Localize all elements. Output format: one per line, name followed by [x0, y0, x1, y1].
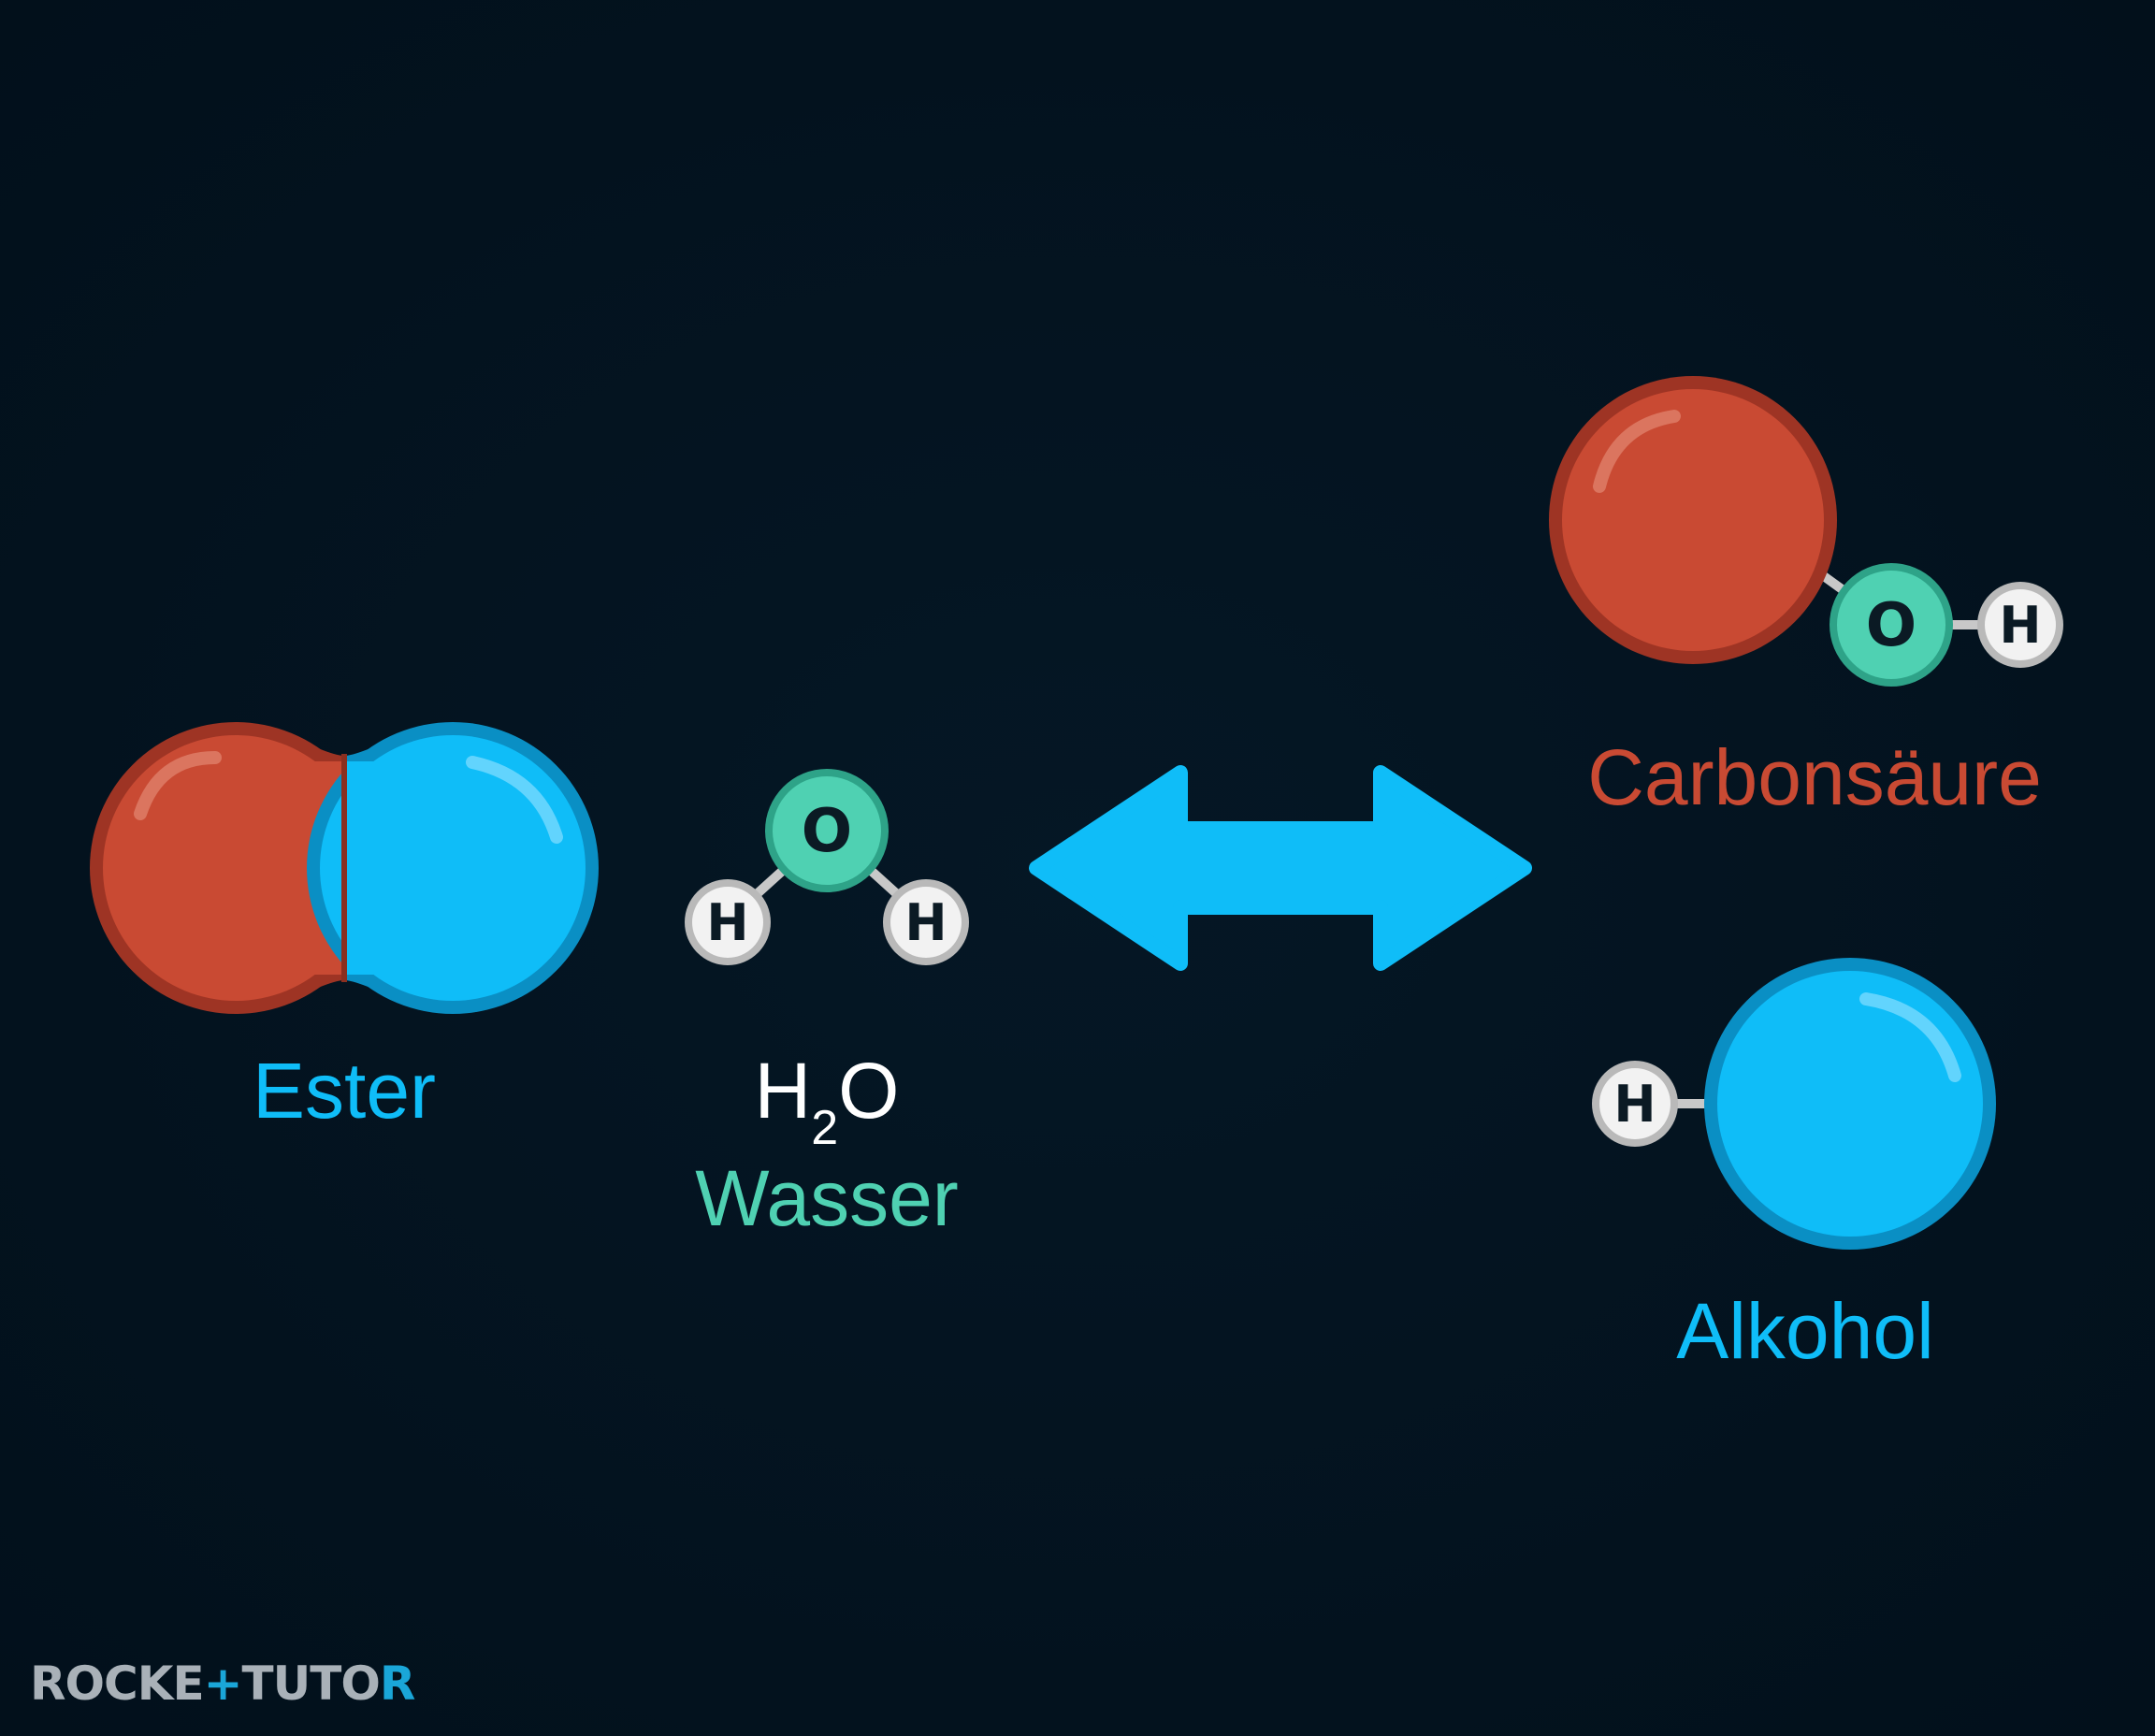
alcohol-hydrogen-atom [1599, 1068, 1670, 1139]
water-formula-o: O [838, 1047, 899, 1135]
logo-plus-icon: + [203, 1656, 243, 1711]
logo-text-r: R [379, 1656, 416, 1711]
ester-blue-highlight [466, 756, 563, 844]
water-formula-h: H [755, 1047, 812, 1135]
water-label: Wasser [695, 1154, 959, 1242]
acid-oxygen-atom [1837, 571, 1945, 679]
water-molecule: O H H [685, 769, 969, 965]
ester-label: Ester [253, 1047, 436, 1135]
water-oxygen-letter: O [802, 797, 852, 866]
water-formula: H2O [755, 1047, 900, 1155]
ester-red-highlight [134, 751, 222, 820]
logo-text-tuto: TUTO [241, 1656, 381, 1711]
acid-red-highlight [1593, 410, 1681, 493]
acid-oxygen-letter: O [1866, 591, 1916, 660]
water-hydrogen-left-letter: H [706, 893, 748, 952]
alcohol-hydrogen-letter: H [1613, 1075, 1656, 1134]
ester-molecule [90, 722, 599, 1014]
alcohol-blue-highlight [1859, 992, 1961, 1082]
acid-hydrogen-atom [1985, 589, 2056, 660]
water-hydrogen-right-atom [890, 887, 962, 958]
carboxylic-acid-label: Carbonsäure [1587, 733, 2042, 821]
water-hydrogen-right-letter: H [904, 893, 947, 952]
equilibrium-double-arrow [1029, 765, 1532, 971]
alcohol-label: Alkohol [1676, 1287, 1934, 1375]
water-formula-subscript: 2 [811, 1101, 838, 1155]
water-oxygen-atom [773, 776, 881, 885]
rocketutor-logo: ROCKE+TUTOR [30, 1656, 416, 1712]
alcohol-blue-sphere [1717, 971, 1983, 1237]
alcohol-molecule: H [1592, 958, 1996, 1250]
logo-text-rocke: ROCKE [30, 1656, 205, 1711]
ester-blue-neck-fill [344, 761, 408, 975]
acid-red-sphere [1562, 389, 1824, 651]
acid-hydrogen-letter: H [1999, 596, 2041, 655]
water-hydrogen-left-atom [692, 887, 763, 958]
carboxylic-acid-molecule: O H [1549, 376, 2063, 687]
